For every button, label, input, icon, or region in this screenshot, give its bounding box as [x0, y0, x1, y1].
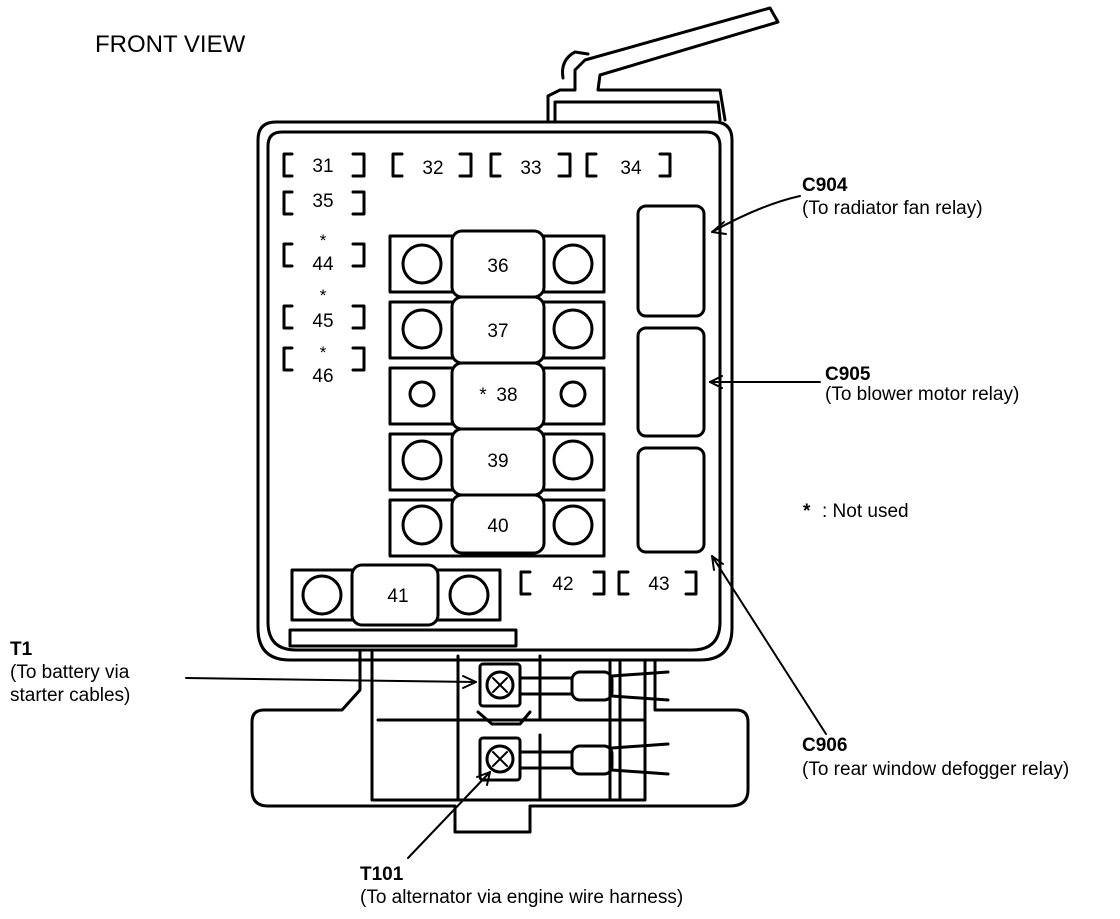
fuse-45-unused-mark: * [320, 286, 327, 305]
terminal-t1 [478, 662, 670, 708]
t1-label: T1 [10, 639, 33, 660]
large-fuse-40: 40 [388, 493, 606, 558]
t101-description: (To alternator via engine wire harness) [360, 887, 683, 908]
c904-label: C904 [802, 175, 848, 196]
t1-description-line1: (To battery via [10, 662, 130, 683]
fuse-43-label: 43 [648, 574, 669, 595]
fuse-37-label: 37 [487, 321, 508, 342]
lid-latch [546, 6, 780, 122]
fuse-44-unused-mark: * [320, 231, 327, 250]
fuse-41-label: 41 [387, 586, 408, 607]
fuse-40-label: 40 [487, 516, 508, 537]
large-fuse-41: 41 [290, 563, 502, 627]
connector-c906 [636, 446, 706, 554]
fuse-44-label: 44 [312, 254, 334, 275]
small-fuse-sockets [282, 152, 698, 596]
fuse-39-label: 39 [487, 451, 508, 472]
fuse-35-label: 35 [312, 191, 333, 212]
diagram-title: FRONT VIEW [95, 31, 246, 58]
large-fuse-39: 39 [388, 427, 606, 497]
t1-description-line2: starter cables) [10, 685, 130, 706]
fuse-36-label: 36 [487, 256, 508, 277]
fuse-42-label: 42 [552, 574, 573, 595]
fuse-38-unused-mark: * [479, 385, 487, 406]
fuse-33-label: 33 [520, 158, 541, 179]
c906-description: (To rear window defogger relay) [802, 759, 1069, 780]
terminal-t101 [478, 736, 670, 782]
fuse-46-unused-mark: * [320, 343, 327, 362]
fuse-46-label: 46 [312, 366, 333, 387]
large-fuse-37: 37 [388, 295, 606, 365]
fuse-32-label: 32 [422, 158, 443, 179]
fuse-45-label: 45 [312, 311, 333, 332]
fuse-38-label: 38 [496, 385, 517, 406]
t101-label: T101 [360, 864, 404, 885]
connector-c904 [636, 204, 706, 318]
legend-text: : Not used [822, 501, 909, 522]
fuse-31-label: 31 [312, 156, 333, 177]
c906-label: C906 [802, 735, 847, 756]
mounting-bracket [250, 648, 750, 834]
connector-c905 [636, 326, 706, 438]
large-fuse-36: 36 [388, 229, 606, 299]
c905-description: (To blower motor relay) [825, 384, 1019, 405]
legend-mark: * [803, 501, 811, 522]
fuse-box-housing [256, 120, 734, 662]
fuse-34-label: 34 [620, 158, 642, 179]
leader-lines [185, 195, 827, 859]
c904-description: (To radiator fan relay) [802, 198, 983, 219]
c905-label: C905 [825, 364, 871, 385]
large-fuse-38: * 38 [388, 361, 606, 431]
